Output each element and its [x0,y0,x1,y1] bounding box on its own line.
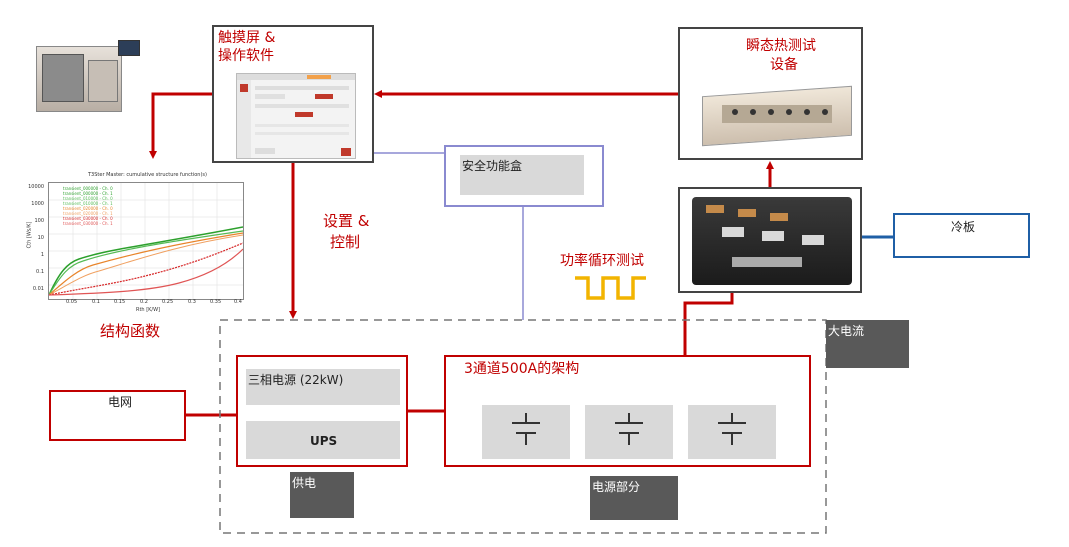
channel-3 [688,405,776,459]
xtick: 0.1 [92,299,100,305]
curve-red-2 [48,248,244,296]
chart-plot-area: transient_000000 - Ch. 0 transient_00000… [48,182,244,300]
power-supply-label: 供电 [292,476,317,490]
power-section-tag: 电源部分 [590,476,678,520]
curve-red-1 [48,242,244,296]
ytick: 10000 [28,184,44,190]
legend-entry: transient_020000 - Ch. 1 [63,211,113,216]
igbt-module-box [678,187,862,293]
three-phase-label: 三相电源 (22kW) [248,373,344,387]
ytick: 0.01 [32,286,44,292]
ytick: 1000 [31,201,44,207]
chart-title: T3Ster Master: cumulative structure func… [88,172,207,178]
curve-orange-1 [48,232,244,296]
square-wave-icon [575,276,646,300]
legend-entry: transient_010000 - Ch. 1 [63,201,113,206]
ups-block: UPS [246,421,400,459]
transient-title-line1: 瞬态热测试 [746,38,816,54]
software-screenshot [236,73,356,159]
legend-entry: transient_020000 - Ch. 0 [63,206,113,211]
cold-plate-box: 冷板 [893,213,1030,258]
structure-function-chart: T3Ster Master: cumulative structure func… [26,172,246,314]
grid-label: 电网 [108,395,133,409]
grid-box: 电网 [49,390,186,441]
xtick: 0.4 [234,299,242,305]
power-section-label: 电源部分 [592,480,641,494]
curve-green-2 [48,230,244,296]
legend-entry: transient_010000 - Ch. 0 [63,196,113,201]
setup-control-line1: 设置 & [323,212,370,230]
touch-screen-title-line2: 操作软件 [218,48,274,64]
transient-title-line2: 设备 [770,57,798,73]
capacitor-icon [615,413,643,445]
xtick: 0.35 [210,299,222,305]
xtick: 0.2 [140,299,148,305]
chart-legend: transient_000000 - Ch. 0 transient_00000… [63,186,113,226]
legend-entry: transient_030000 - Ch. 1 [63,221,113,226]
chart-xticks: 0.05 0.1 0.15 0.2 0.25 0.3 0.35 0.4 [48,299,242,307]
safety-box-label: 安全功能盒 [462,159,523,173]
ytick: 10 [37,235,44,241]
architecture-label: 3通道500A的架构 [464,361,580,377]
structure-function-label: 结构函数 [100,322,161,340]
capacitor-icon [718,413,746,445]
safety-box: 安全功能盒 [444,145,604,207]
safety-box-label-bg [460,155,584,195]
legend-entry: transient_000000 - Ch. 0 [63,186,113,191]
xtick: 0.05 [66,299,78,305]
three-phase-block: 三相电源 (22kW) [246,369,400,405]
touch-screen-box: 触摸屏 & 操作软件 [212,25,374,163]
ytick: 0.1 [36,269,44,275]
touch-screen-title-line1: 触摸屏 & [218,30,276,46]
arrow-screen-to-chart [149,92,216,159]
setup-control-line2: 控制 [330,233,361,251]
ytick: 100 [34,218,44,224]
legend-entry: transient_000000 - Ch. 1 [63,191,113,196]
xtick: 0.15 [114,299,126,305]
curve-green-1 [48,226,244,296]
big-current-tag: 大电流 [826,320,909,368]
power-supply-tag: 供电 [290,472,354,518]
channel-2 [585,405,673,459]
supply-group-box: 三相电源 (22kW) UPS [236,355,408,467]
chart-curves [48,183,244,299]
xtick: 0.25 [162,299,174,305]
chart-yticks: 10000 1000 100 10 1 0.1 0.01 [28,182,44,292]
ups-label: UPS [310,434,338,448]
chart-xlabel: Rth [K/W] [136,307,161,313]
cold-plate-label: 冷板 [951,220,976,234]
big-current-label: 大电流 [828,324,865,338]
architecture-box: 3通道500A的架构 [444,355,811,467]
xtick: 0.3 [188,299,196,305]
power-area-dashed [219,319,827,534]
tester-device-image [702,85,852,147]
igbt-module-image [692,197,852,285]
power-cycle-label: 功率循环测试 [560,253,644,269]
test-machine-image [32,40,142,112]
capacitor-icon [512,413,540,445]
channel-1 [482,405,570,459]
ytick: 1 [40,252,44,258]
curve-orange-2 [48,234,244,296]
legend-entry: transient_030000 - Ch. 0 [63,216,113,221]
transient-tester-box: 瞬态热测试 设备 [678,27,863,160]
